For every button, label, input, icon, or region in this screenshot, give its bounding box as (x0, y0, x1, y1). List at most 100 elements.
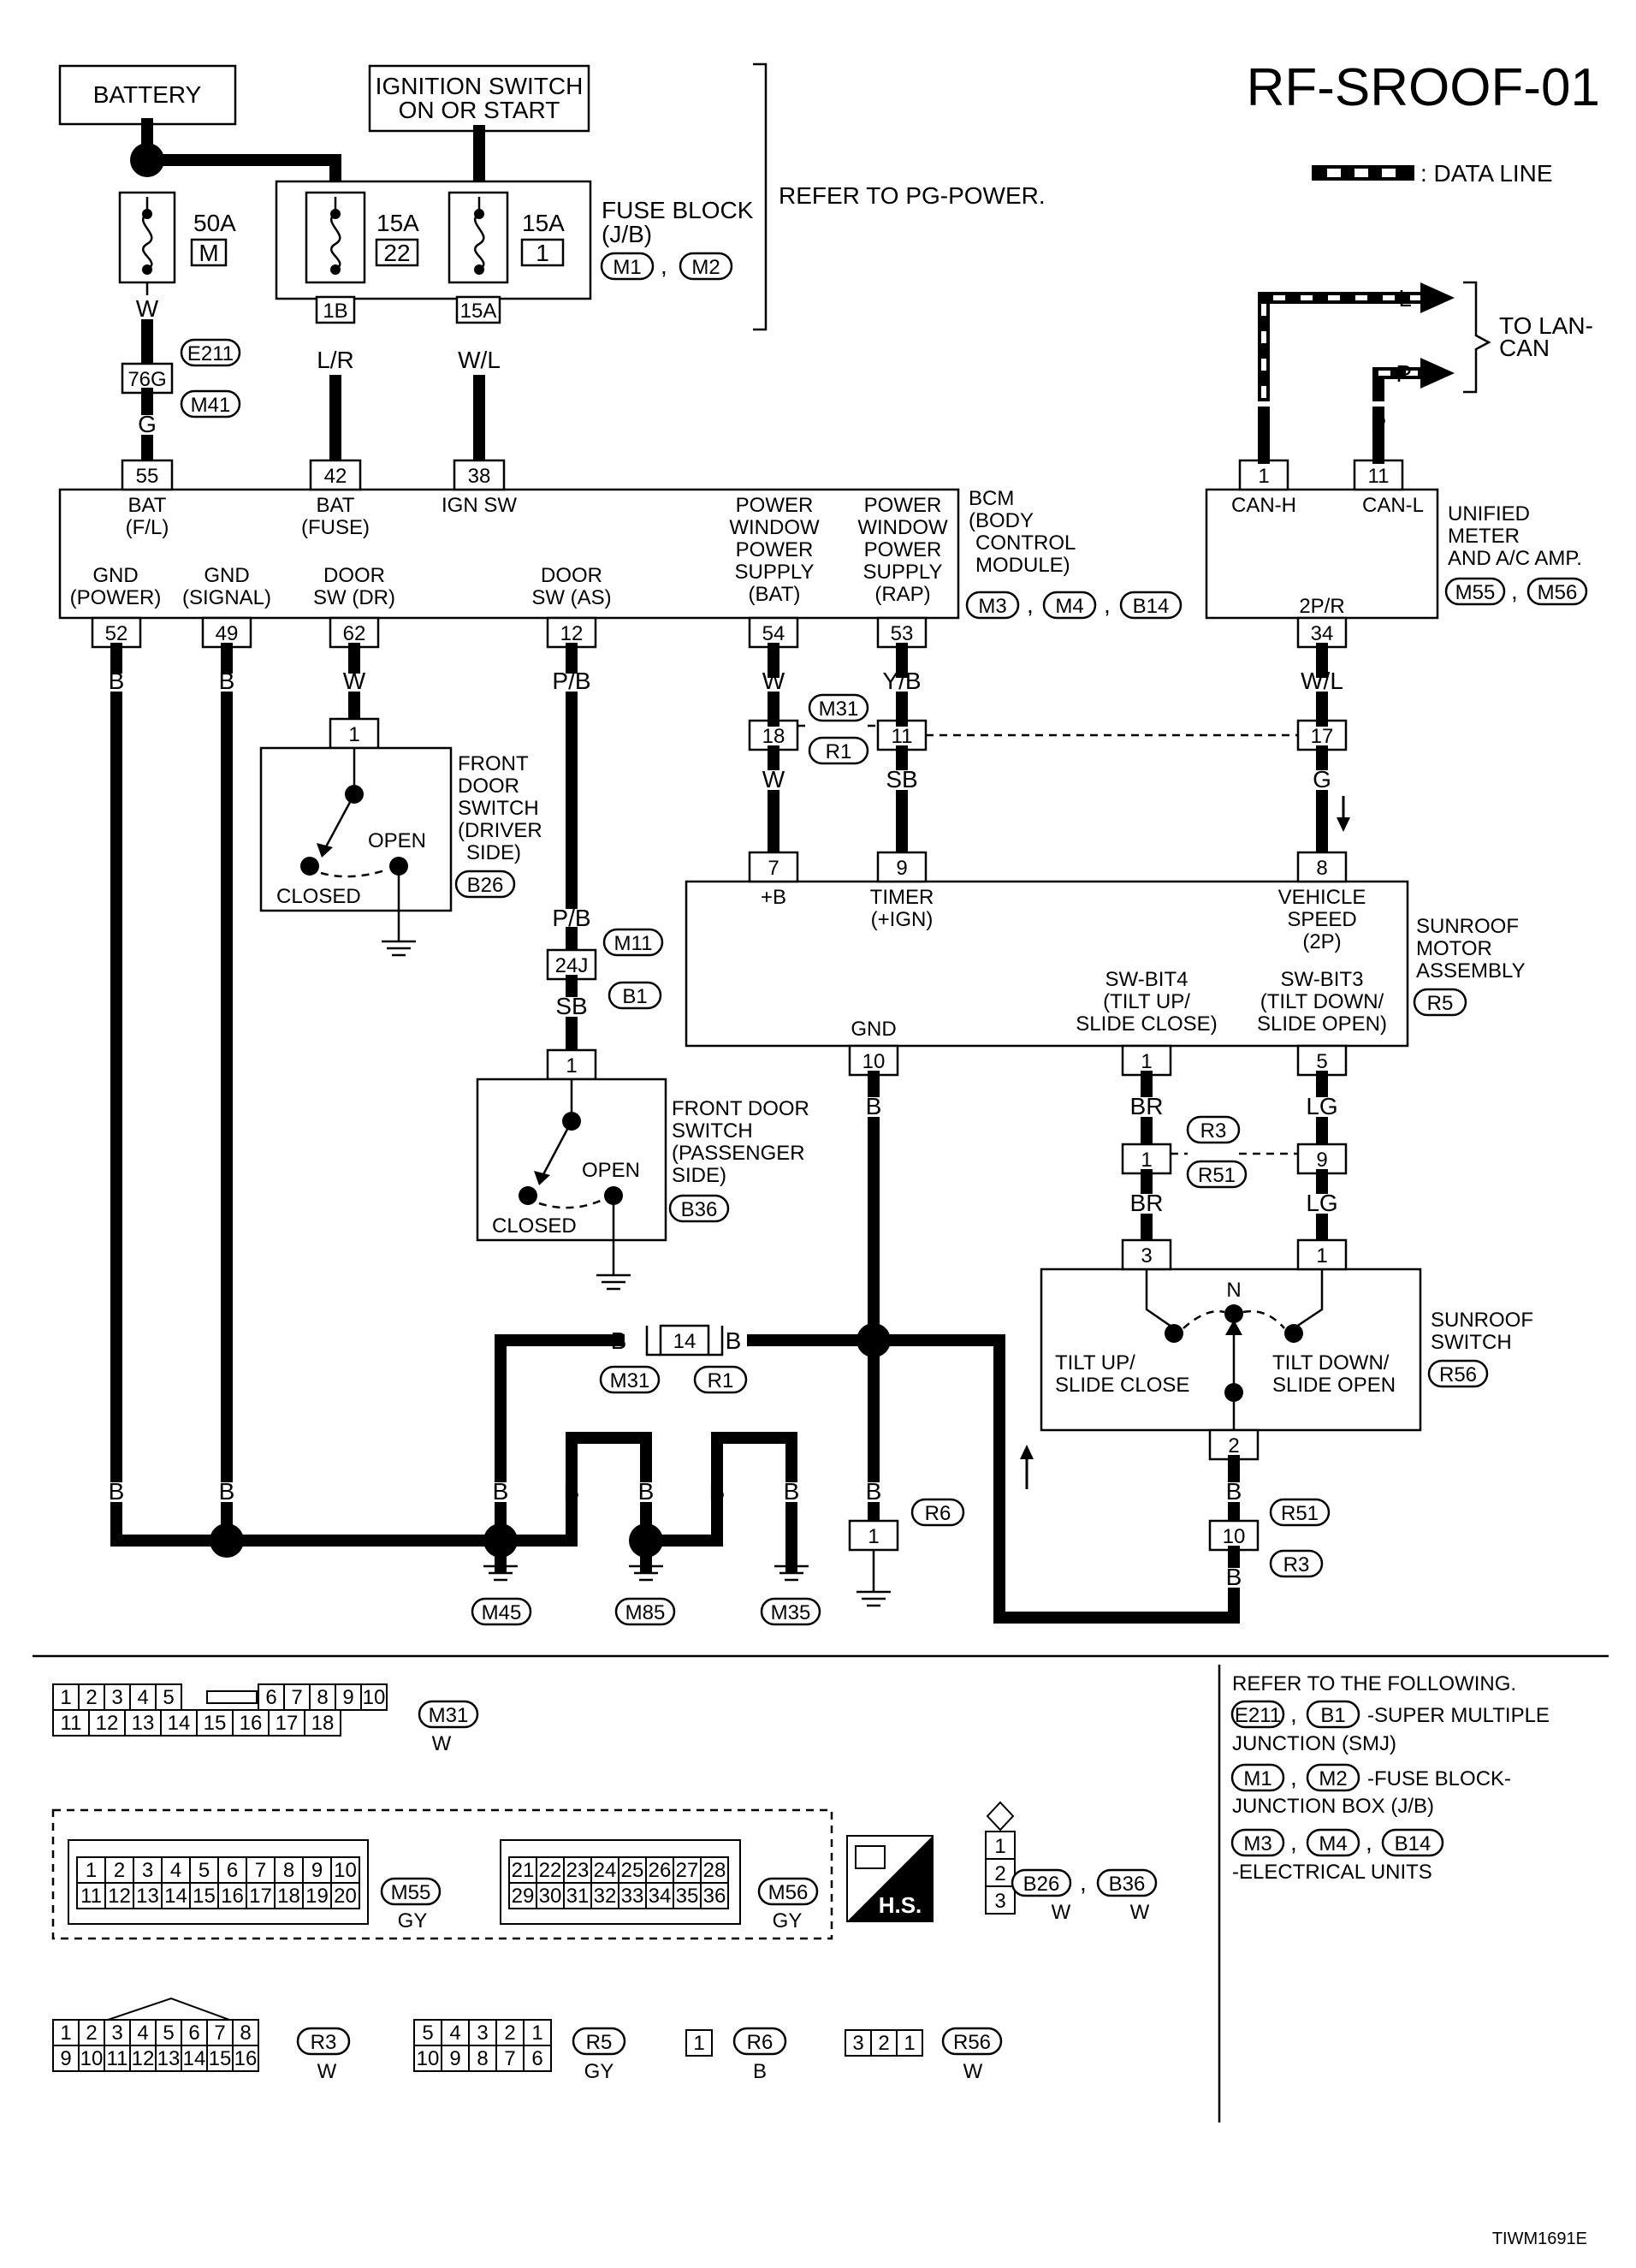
svg-text:M41: M41 (191, 394, 231, 417)
m31-pin (160, 1709, 198, 1737)
svg-text:(SIGNAL): (SIGNAL) (182, 586, 271, 609)
svg-text:R3: R3 (1283, 1553, 1310, 1576)
svg-text:11: 11 (1368, 465, 1390, 488)
svg-text:B: B (638, 1478, 655, 1505)
m55-pin-label: 17 (249, 1885, 272, 1908)
data-line-legend: : DATA LINE (1312, 160, 1553, 187)
wire-g: G (138, 411, 157, 437)
svg-text:(2P): (2P) (1302, 930, 1341, 953)
svg-text:M56: M56 (768, 1881, 809, 1904)
svg-text:14: 14 (673, 1330, 696, 1353)
data-line-legend-label: : DATA LINE (1420, 160, 1553, 187)
svg-text:B14: B14 (1133, 595, 1170, 618)
figure-code: TIWM1691E (1492, 2229, 1587, 2248)
svg-text:M4: M4 (1319, 1832, 1347, 1855)
svg-text:,: , (1080, 1869, 1087, 1896)
svg-text:SW (DR): SW (DR) (313, 586, 395, 609)
svg-text:CLOSED: CLOSED (276, 885, 361, 908)
svg-text:B14: B14 (1395, 1832, 1432, 1855)
svg-text:(BAT): (BAT) (749, 583, 801, 606)
svg-text:OPEN: OPEN (582, 1159, 640, 1182)
svg-text:FRONT: FRONT (458, 752, 529, 775)
m31-pin-label: 13 (132, 1712, 155, 1735)
fuse-15a-22: 15A 22 1B (305, 191, 419, 324)
m55-pin-label: 5 (199, 1859, 210, 1882)
m55-pin-label: 1 (86, 1859, 97, 1882)
r3-housing (107, 1997, 230, 2021)
svg-text:10: 10 (1223, 1525, 1246, 1548)
m56-pin (590, 1882, 619, 1909)
svg-text:7: 7 (768, 857, 779, 880)
svg-text:,: , (661, 252, 667, 279)
svg-text:53: 53 (891, 622, 914, 645)
m56-pin-label: 35 (676, 1885, 699, 1908)
svg-text:GND: GND (92, 564, 138, 587)
svg-text:38: 38 (468, 465, 491, 488)
fuse-15a-1: 15A 1 15A (448, 191, 565, 324)
m55-pin (302, 1882, 332, 1909)
r3-pin-label: 13 (157, 2047, 181, 2070)
svg-text:IGN SW: IGN SW (442, 494, 517, 517)
svg-text:W: W (317, 2060, 337, 2083)
r5-pin-label: 2 (504, 2022, 515, 2045)
motor-bottom-pins: 10 1 5 (848, 1044, 1348, 1077)
fuse-block-line2: (J/B) (602, 221, 652, 247)
r3-pin-label: 6 (188, 2022, 199, 2045)
m55-pin-label: 15 (193, 1885, 216, 1908)
ignition-line1: IGNITION SWITCH (376, 73, 584, 99)
m31-pin (304, 1709, 341, 1737)
r3-pin (181, 2045, 208, 2072)
m55-pin-label: 9 (311, 1859, 323, 1882)
m31-pin-label: 2 (86, 1686, 97, 1709)
bcm-bottom-pins: 52 49 62 12 54 53 (91, 616, 928, 649)
wire-fuse1: W (136, 295, 159, 322)
r3-pin-label: 3 (111, 2022, 122, 2045)
svg-text:M85: M85 (625, 1601, 666, 1624)
svg-text:(PASSENGER: (PASSENGER (672, 1142, 805, 1165)
r5-pin-label: 1 (531, 2022, 542, 2045)
r5-pin-label: 3 (477, 2022, 488, 2045)
svg-text:SW-BIT3: SW-BIT3 (1281, 968, 1364, 991)
svg-text:B: B (726, 1327, 742, 1354)
m31-pin (129, 1683, 157, 1711)
svg-text:P/B: P/B (552, 905, 590, 931)
svg-text:B: B (866, 1478, 882, 1505)
svg-text:TILT DOWN/: TILT DOWN/ (1272, 1351, 1390, 1374)
fuse-block-ids: M1 , M2 (600, 252, 733, 281)
r5-pin-label: 10 (417, 2047, 440, 2070)
svg-text:M45: M45 (482, 1601, 522, 1624)
svg-text:1: 1 (868, 1525, 879, 1548)
r5-pin (468, 2045, 497, 2072)
m31-pin-label: 17 (276, 1712, 299, 1735)
svg-text:1: 1 (1258, 465, 1269, 488)
svg-text:(F/L): (F/L) (126, 516, 169, 539)
m56-pin (700, 1856, 729, 1884)
svg-text:B: B (866, 1093, 882, 1119)
svg-text:W: W (432, 1732, 452, 1755)
b26-pin-label: 3 (994, 1890, 1005, 1913)
m55-pin (246, 1882, 276, 1909)
m31-pin (196, 1709, 234, 1737)
svg-text:M55: M55 (391, 1881, 431, 1904)
m55-pin-label: 2 (114, 1859, 125, 1882)
svg-text:9: 9 (896, 857, 907, 880)
svg-text:POWER: POWER (736, 538, 814, 561)
svg-text:-FUSE BLOCK-: -FUSE BLOCK- (1367, 1767, 1511, 1790)
r3-pin (155, 2045, 182, 2072)
svg-text:M3: M3 (978, 595, 1006, 618)
svg-text:R56: R56 (1439, 1363, 1477, 1386)
svg-text:M4: M4 (1055, 595, 1083, 618)
r3-pin (206, 2045, 234, 2072)
sunroof-switch-box (1040, 1268, 1422, 1432)
b26-pin-label: 2 (994, 1862, 1005, 1885)
svg-text:M31: M31 (819, 698, 859, 721)
m56-pin-label: 34 (649, 1885, 672, 1908)
m55-pin-label: 13 (136, 1885, 159, 1908)
svg-text:+B: +B (761, 886, 786, 909)
front-door-dr-title: FRONT DOOR SWITCH (DRIVER SIDE) B26 (454, 752, 542, 899)
svg-text:SWITCH: SWITCH (458, 797, 539, 820)
r3-pin-label: 11 (107, 2047, 128, 2070)
m55-pin-label: 6 (227, 1859, 238, 1882)
r3-pin (129, 2045, 157, 2072)
refer-pg-power: REFER TO PG-POWER. (779, 182, 1046, 209)
